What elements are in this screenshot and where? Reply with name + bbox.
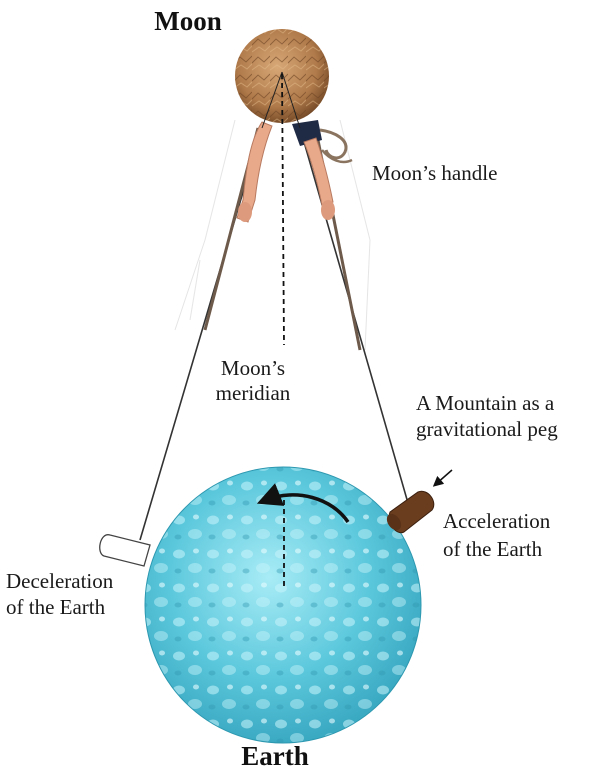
moons-meridian-label-line1: Moon’s bbox=[221, 356, 285, 380]
deceleration-peg bbox=[100, 535, 150, 566]
moon-title: Moon bbox=[154, 6, 222, 36]
moons-handle-label: Moon’s handle bbox=[372, 161, 497, 185]
earth bbox=[145, 467, 421, 743]
mountain-peg bbox=[384, 491, 434, 533]
mountain-label-line2: gravitational peg bbox=[416, 417, 558, 441]
mountain-pointer-arrow bbox=[436, 470, 452, 484]
deceleration-label-line1: Deceleration bbox=[6, 569, 114, 593]
faint-sketch bbox=[175, 120, 370, 350]
acceleration-label-line1: Acceleration bbox=[443, 509, 551, 533]
deceleration-label-line2: of the Earth bbox=[6, 595, 106, 619]
mountain-label-line1: A Mountain as a bbox=[416, 391, 555, 415]
earth-title: Earth bbox=[241, 741, 309, 771]
moons-meridian-label-line2: meridian bbox=[216, 381, 291, 405]
acceleration-label-line2: of the Earth bbox=[443, 537, 543, 561]
moons-handle-arms bbox=[237, 120, 352, 222]
